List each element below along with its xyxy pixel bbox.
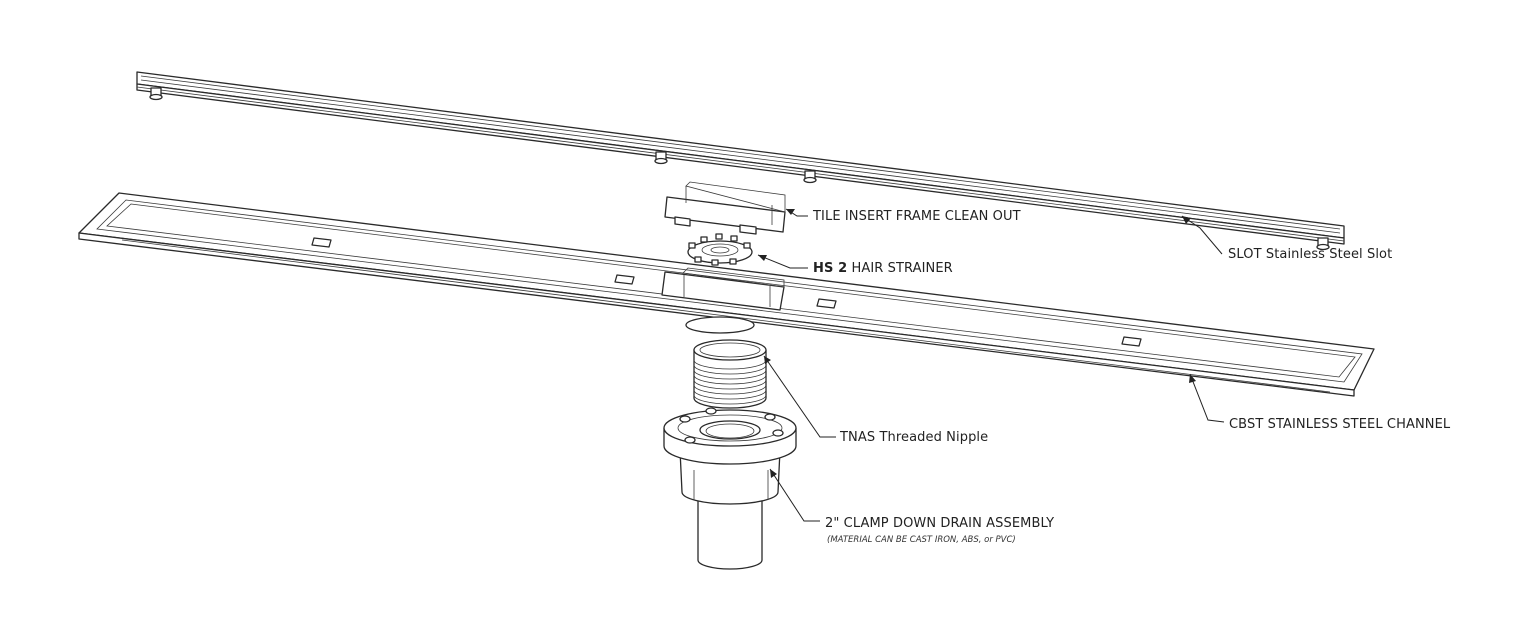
channel-label: CBST STAINLESS STEEL CHANNEL: [1229, 417, 1451, 432]
hair-strainer-icon: [687, 233, 753, 266]
drain-assembly-label: 2" CLAMP DOWN DRAIN ASSEMBLY: [825, 516, 1055, 531]
drain-assembly-icon: [663, 407, 797, 570]
hair-strainer-code: HS 2: [813, 261, 848, 276]
nipple-label: TNAS Threaded Nipple: [840, 430, 989, 445]
threaded-nipple-icon: [693, 339, 767, 409]
leader-lines: [757, 208, 1225, 522]
drain-material-note: (MATERIAL CAN BE CAST IRON, ABS, or PVC): [827, 535, 1016, 545]
tile-frame-in-channel: [661, 267, 785, 311]
tile-insert-frame-label: TILE INSERT FRAME CLEAN OUT: [813, 209, 1021, 224]
slot-grate-icon: [136, 71, 1345, 251]
slot-label: SLOT Stainless Steel Slot: [1228, 247, 1393, 262]
hair-strainer-label: HS 2 HAIR STRAINER: [813, 261, 953, 276]
hair-strainer-text: HAIR STRAINER: [851, 261, 953, 276]
tile-frame-icon: [664, 181, 786, 235]
